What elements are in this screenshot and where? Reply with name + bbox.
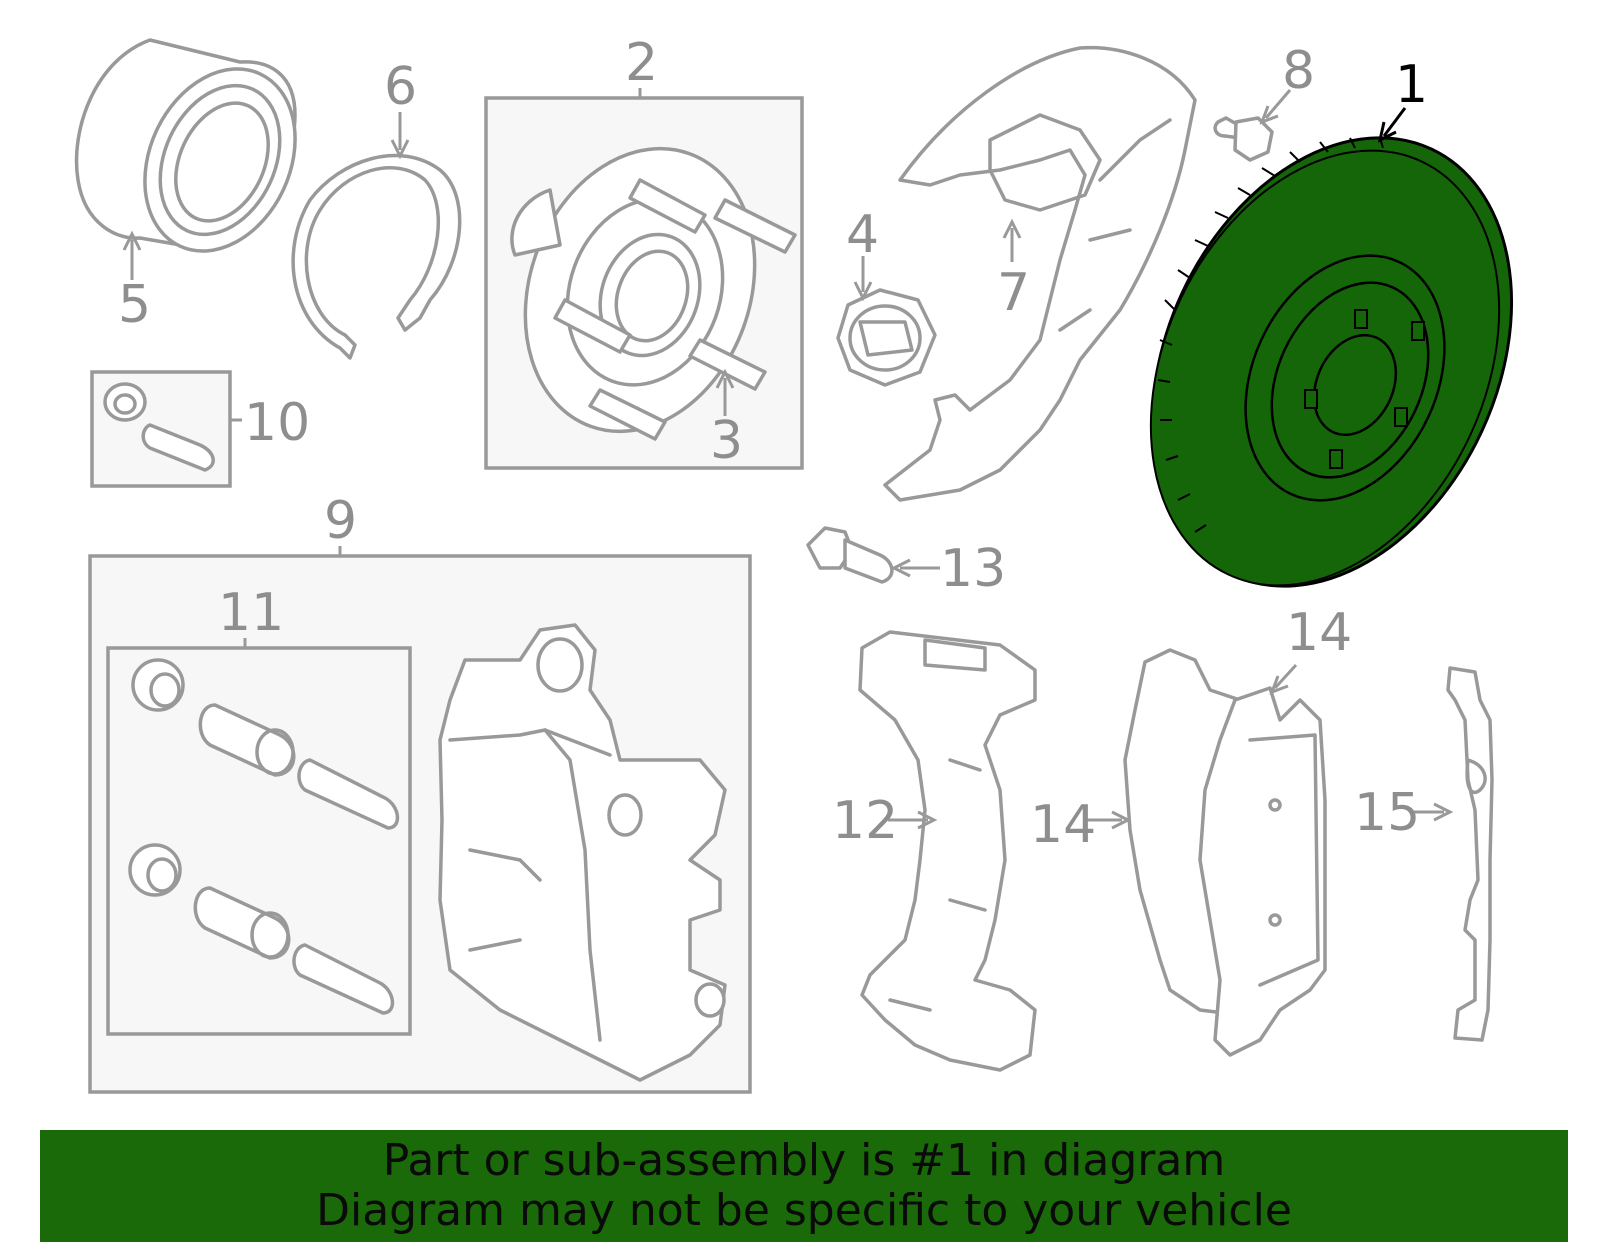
callout-8: 8 xyxy=(1282,41,1315,101)
part-8-bolt[interactable] xyxy=(1213,116,1274,162)
part-11-guide-pin-kit[interactable] xyxy=(128,658,400,1015)
part-10-bleeder-screw[interactable] xyxy=(103,382,215,472)
callout-13: 13 xyxy=(940,539,1006,599)
part-3-wheel-studs[interactable] xyxy=(553,178,797,441)
callout-7: 7 xyxy=(997,263,1030,323)
footer-line-1: Part or sub-assembly is #1 in diagram xyxy=(382,1135,1226,1186)
part-14-brake-pads[interactable] xyxy=(1123,648,1327,1057)
callout-4: 4 xyxy=(846,205,879,265)
part-13-caliper-bolt[interactable] xyxy=(806,526,894,584)
footer-banner: Part or sub-assembly is #1 in diagram Di… xyxy=(40,1130,1568,1242)
callout-9: 9 xyxy=(324,491,357,551)
part-5-wheel-bearing[interactable] xyxy=(74,38,324,276)
part-12-caliper-bracket[interactable] xyxy=(858,630,1037,1072)
callout-5: 5 xyxy=(118,275,151,335)
callout-2: 2 xyxy=(625,33,658,93)
callout-11: 11 xyxy=(218,583,284,643)
callout-10: 10 xyxy=(244,393,310,453)
part-11-box xyxy=(106,646,412,1036)
callout-6: 6 xyxy=(384,57,417,117)
callout-14-left: 14 xyxy=(1030,795,1096,855)
part-7-splash-shield[interactable] xyxy=(883,45,1197,502)
part-9-brake-caliper[interactable] xyxy=(438,623,727,1082)
callout-1: 1 xyxy=(1395,55,1428,115)
part-6-snap-ring[interactable] xyxy=(291,153,462,360)
callout-12: 12 xyxy=(832,791,898,851)
callout-15: 15 xyxy=(1354,783,1420,843)
part-4-hub-nut[interactable] xyxy=(836,288,937,387)
callout-3: 3 xyxy=(710,411,743,471)
part-1-brake-rotor[interactable] xyxy=(1083,79,1581,644)
footer-line-2: Diagram may not be specific to your vehi… xyxy=(316,1185,1292,1236)
part-15-pad-clip[interactable] xyxy=(1446,666,1494,1042)
callout-14-top: 14 xyxy=(1286,603,1352,663)
